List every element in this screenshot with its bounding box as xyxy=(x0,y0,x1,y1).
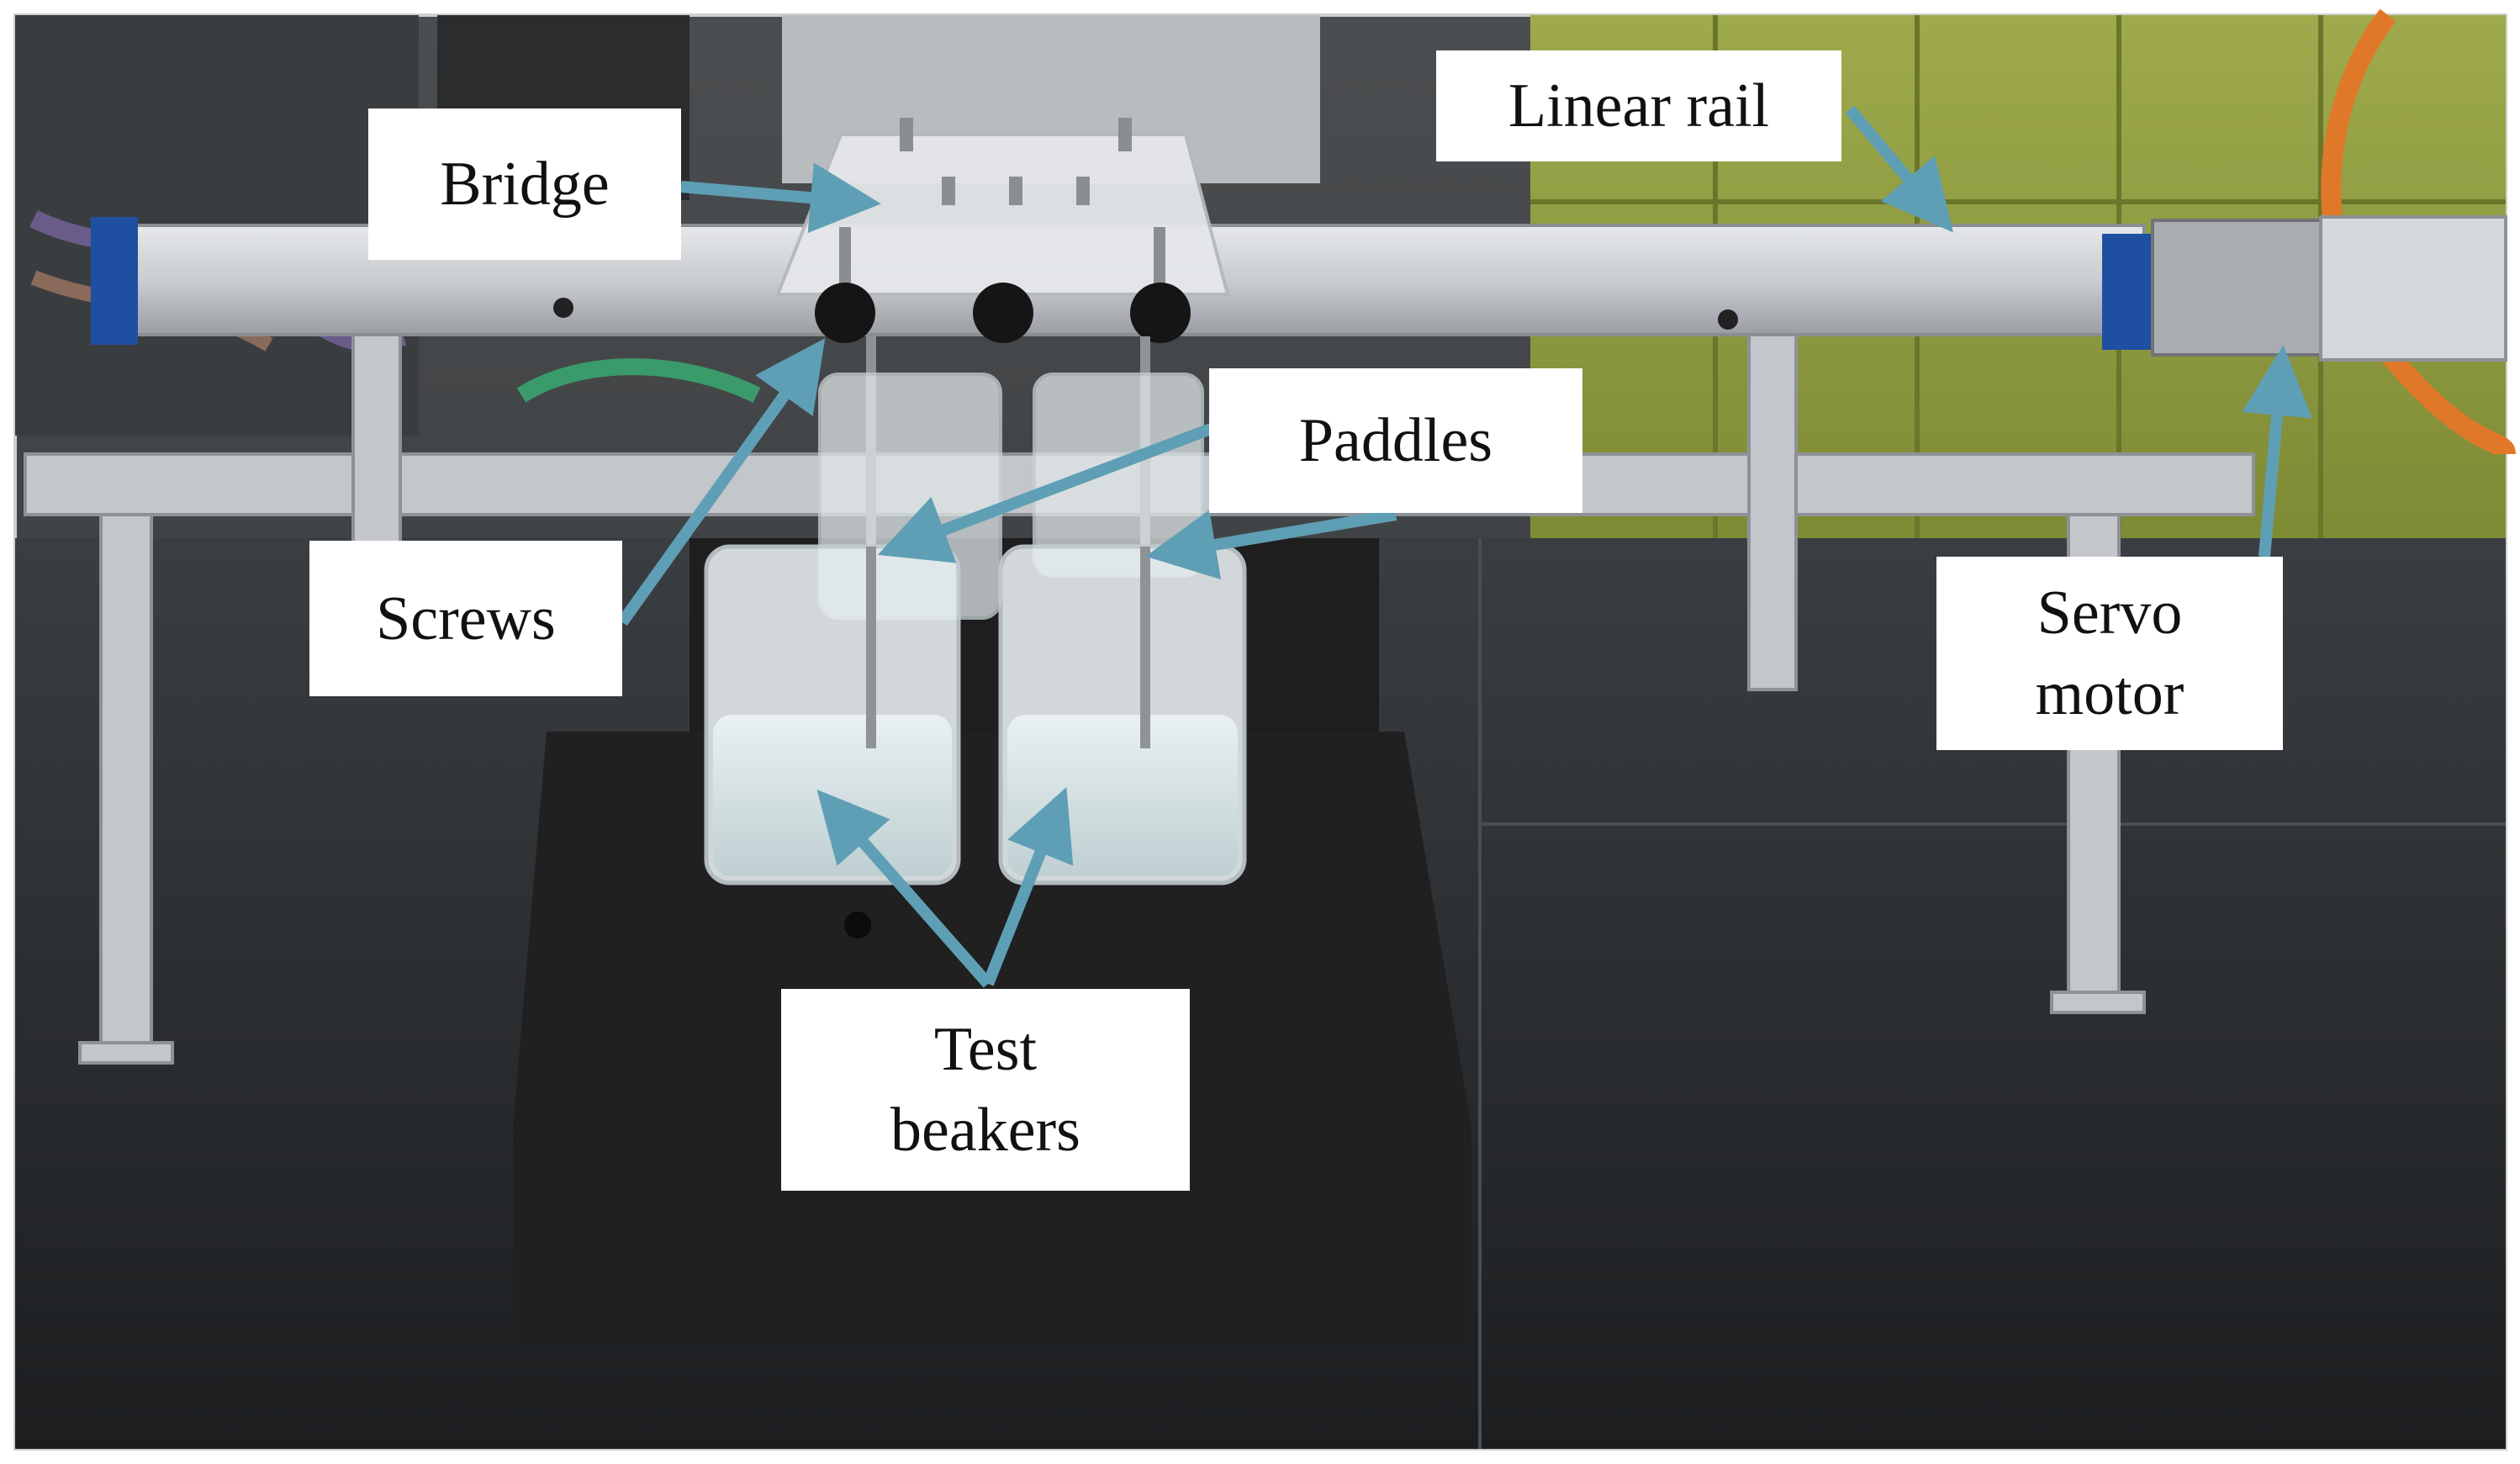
test-beaker-left xyxy=(704,544,961,885)
test-beaker-right xyxy=(998,544,1247,885)
label-test-beakers: Test beakers xyxy=(781,989,1190,1191)
bridge-bolts xyxy=(900,118,1132,205)
rail-hole-2 xyxy=(1718,309,1738,330)
arrow-linear-rail xyxy=(1845,105,1954,233)
label-test-beakers-line1: Test xyxy=(933,1015,1038,1084)
label-servo-motor-line1: Servo xyxy=(2037,579,2183,647)
servo-coupling xyxy=(2151,219,2322,357)
annotation-arrows xyxy=(617,105,2312,988)
label-bridge-text: Bridge xyxy=(440,150,610,219)
label-screws-text: Screws xyxy=(376,584,556,653)
screw-knobs xyxy=(815,227,1191,343)
label-linear-rail-text: Linear rail xyxy=(1508,71,1770,140)
arrow-bridge xyxy=(680,162,881,234)
arrow-screws xyxy=(617,338,826,626)
label-paddles-text: Paddles xyxy=(1298,406,1493,475)
label-servo-motor: Servo motor xyxy=(1936,557,2283,750)
arrow-servo-motor xyxy=(2242,345,2312,558)
label-test-beakers-line2: beakers xyxy=(890,1096,1080,1165)
servo-body xyxy=(2319,215,2507,362)
label-paddles: Paddles xyxy=(1209,368,1582,513)
label-servo-motor-line2: motor xyxy=(2035,659,2185,728)
label-linear-rail: Linear rail xyxy=(1436,50,1841,161)
rail-hole-1 xyxy=(553,298,573,318)
rail-end-cap-left xyxy=(91,217,138,345)
bridge-plate xyxy=(775,133,1230,296)
rail-end-cap-right xyxy=(2102,234,2153,350)
label-screws: Screws xyxy=(309,541,622,696)
arrow-paddles-left xyxy=(877,423,1213,563)
label-bridge: Bridge xyxy=(368,108,681,260)
green-hose xyxy=(516,358,761,403)
arrow-test-beakers-left xyxy=(816,789,993,988)
arrow-test-beakers-right xyxy=(982,786,1074,986)
foam-hole xyxy=(844,912,871,938)
arrow-paddles-right xyxy=(1145,509,1397,580)
